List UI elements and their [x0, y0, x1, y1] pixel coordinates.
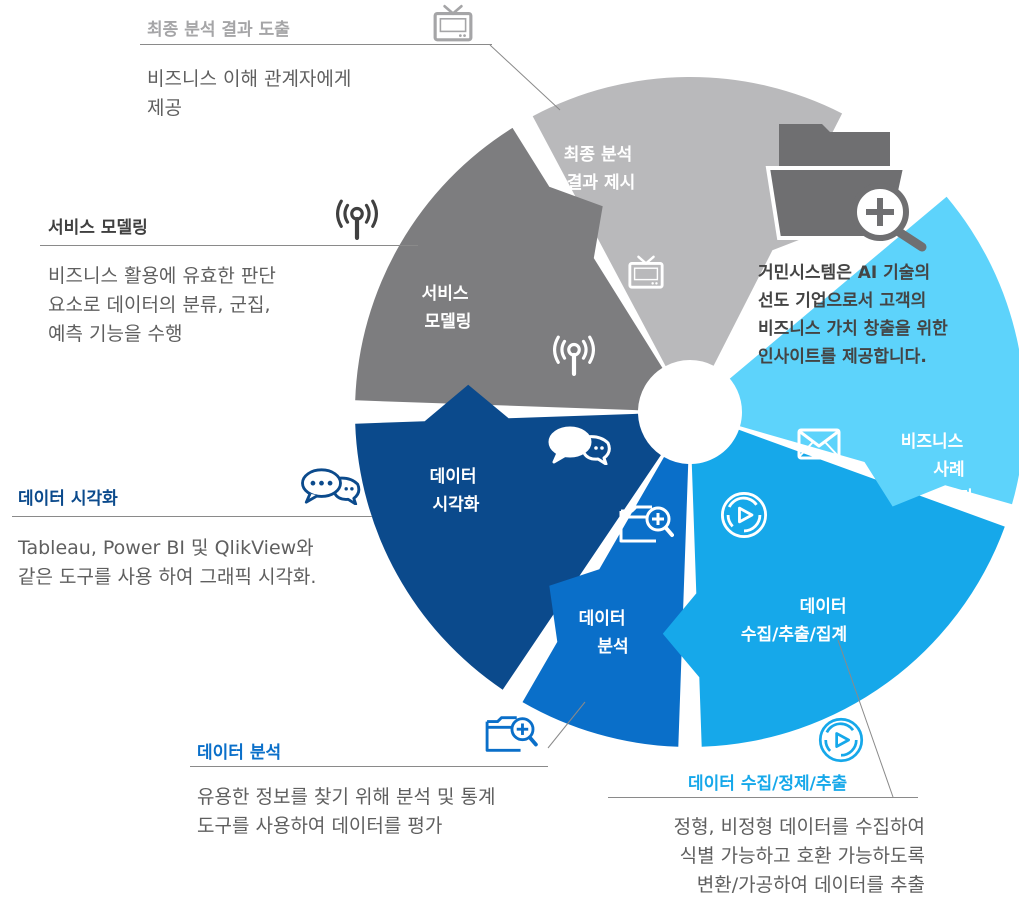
segment-label-visualization: 데이터 시각화 [430, 467, 483, 515]
callout-rule-modeling [40, 245, 418, 246]
segment-label-analysis: 데이터 분석 [579, 609, 632, 657]
callout-desc-collection: 정형, 비정형 데이터를 수집하여 식별 가능하고 호환 가능하도록 변환/가공… [673, 816, 925, 896]
callout-desc-modeling: 비즈니스 활용에 유효한 판단 요소로 데이터의 분류, 군집, 예측 기능을 … [48, 265, 276, 345]
center-description: 거민시스템은 AI 기술의 선도 기업으로서 고객의 비즈니스 가치 창출을 위… [758, 263, 948, 367]
callout-title-collection: 데이터 수집/정제/추출 [688, 774, 848, 794]
callout-title-modeling: 서비스 모델링 [48, 218, 148, 238]
segments-group [355, 76, 1019, 747]
segment-visualization [355, 384, 661, 690]
callout-rule-visualization [12, 516, 372, 517]
callout-title-visualization: 데이터 시각화 [18, 489, 118, 509]
callout-desc-visualization: Tableau, Power BI 및 QlikView와 같은 도구를 사용 … [18, 537, 317, 588]
segment-modeling [355, 127, 663, 411]
folder-magnifier-icon [765, 124, 927, 252]
connector-final [489, 44, 561, 111]
segment-collection [662, 429, 1005, 747]
callout-rule-analysis [190, 766, 548, 767]
callout-desc-final: 비즈니스 이해 관계자에게 제공 [147, 68, 352, 119]
antenna-icon [338, 201, 377, 238]
segment-final [532, 76, 843, 367]
segment-label-final: 최종 분석 결과 제시 [564, 145, 638, 193]
segment-analysis [522, 457, 689, 747]
callout-title-analysis: 데이터 분석 [197, 743, 282, 763]
play-cycle-icon [818, 717, 864, 763]
segment-label-case: 비즈니스 사례 평가 [901, 432, 974, 508]
connector-lines [489, 44, 894, 798]
tv-icon [433, 4, 473, 42]
segment-label-modeling: 서비스 모델링 [422, 284, 475, 332]
callout-rule-final [140, 44, 492, 45]
callout-title-final: 최종 분석 결과 도출 [147, 20, 290, 40]
chat-bubbles-icon [301, 468, 361, 505]
folder-search-icon [487, 718, 536, 751]
connector-analysis [547, 701, 586, 749]
connector-collection [837, 639, 894, 798]
segment-label-collection: 데이터 수집/추출/집계 [741, 597, 853, 645]
callout-desc-analysis: 유용한 정보를 찾기 위해 분석 및 통계 도구를 사용하여 데이터를 평가 [197, 786, 496, 837]
callout-rule-collection [608, 797, 918, 798]
